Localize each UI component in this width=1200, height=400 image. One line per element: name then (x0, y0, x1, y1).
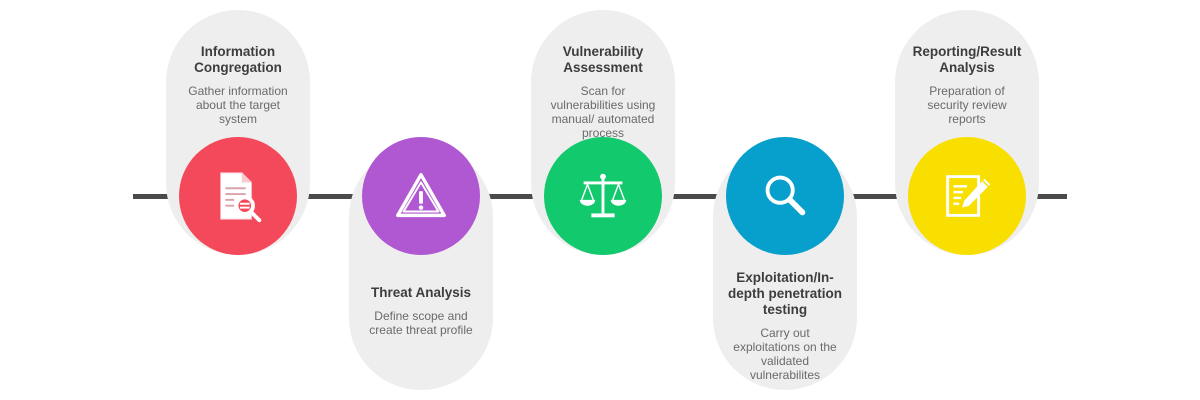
step-5-description: Preparation of security review reports (927, 84, 1007, 126)
step-3-title: Vulnerability Assessment (562, 44, 644, 75)
step-5-circle (908, 137, 1026, 255)
step-3-circle (544, 137, 662, 255)
step-5-title: Reporting/Result Analysis (912, 44, 1022, 75)
scales-icon (579, 173, 627, 218)
step-4-circle (726, 137, 844, 255)
step-5-text: Reporting/Result Analysis Preparation of… (895, 44, 1039, 126)
step-3-text: Vulnerability Assessment Scan for vulner… (531, 44, 675, 140)
step-4-title: Exploitation/In-depth penetration testin… (728, 270, 842, 317)
step-2-circle (362, 137, 480, 255)
step-2-title: Threat Analysis (370, 285, 472, 300)
step-1-circle (179, 137, 297, 255)
step-1-text: Information Congregation Gather informat… (166, 44, 310, 126)
step-1-title: Information Congregation (194, 44, 282, 75)
magnifier-icon (765, 175, 806, 216)
step-2-text: Threat Analysis Define scope and create … (349, 285, 493, 337)
step-4-text: Exploitation/In-depth penetration testin… (713, 270, 857, 382)
step-2-description: Define scope and create threat profile (369, 309, 473, 337)
document-search-icon (220, 172, 262, 223)
step-3-description: Scan for vulnerabilities using manual/ a… (550, 84, 656, 140)
step-1-description: Gather information about the target syst… (188, 84, 288, 126)
warning-icon (396, 172, 446, 218)
step-4-description: Carry out exploitations on the validated… (733, 326, 837, 382)
report-edit-icon (946, 175, 991, 217)
